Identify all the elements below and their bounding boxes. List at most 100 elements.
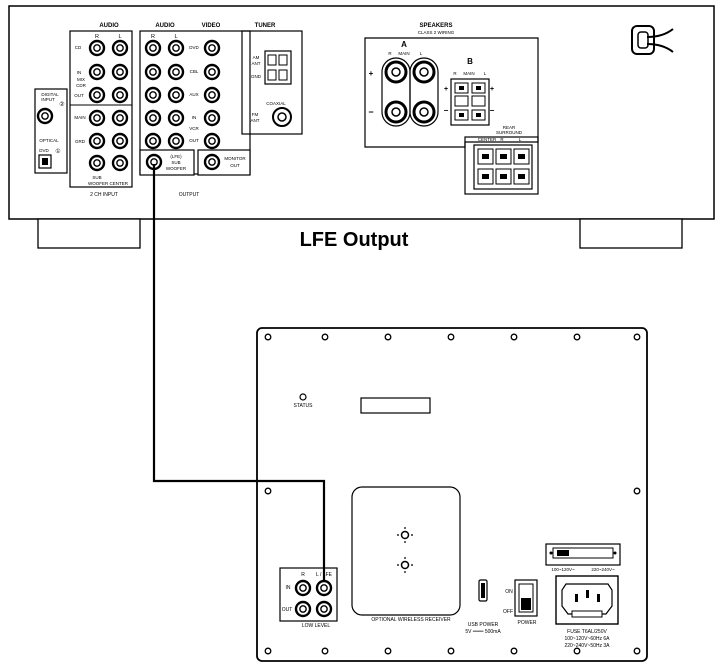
plate-screws (264, 333, 641, 655)
dvd-label: DVD (189, 45, 199, 50)
screw-icon (510, 333, 518, 341)
wireless-receiver-bay[interactable] (351, 486, 461, 616)
lfe-label-2: SUB (171, 160, 180, 165)
wireless-receiver-label: OPTIONAL WIRELESS RECEIVER (371, 617, 451, 623)
vcr-label: VCR (189, 126, 199, 131)
rca-jack-left-l[interactable] (111, 63, 129, 81)
main-label: MAIN (74, 115, 85, 120)
monitor-label-1: MONITOR (224, 156, 246, 161)
rca-jack-video[interactable] (203, 63, 221, 81)
col-r-mid: R (151, 34, 155, 40)
speaker-a-r: R (388, 51, 392, 56)
surround-l-label: L (519, 137, 522, 142)
switch-on-label: ON (505, 589, 513, 595)
rca-jack-mid-r[interactable] (144, 109, 162, 127)
cdr-label: CDR (76, 83, 86, 88)
tuner-header: TUNER (255, 23, 276, 29)
power-switch[interactable] (514, 579, 538, 617)
speaker-b-terminals[interactable] (450, 78, 490, 126)
am-label: AM (253, 55, 260, 60)
fm-ant-label: ANT (251, 118, 260, 123)
speaker-a-label: A (401, 40, 407, 49)
diagram-title: LFE Output (300, 229, 409, 251)
rca-jack-left-r[interactable] (88, 154, 106, 172)
usb-power-label: USB POWER (468, 622, 499, 628)
video-header: VIDEO (202, 23, 221, 29)
status-led (299, 393, 307, 401)
rca-jack-left-l[interactable] (111, 39, 129, 57)
rca-jack-mid-l[interactable] (167, 132, 185, 150)
serial-label-plate (360, 397, 431, 414)
cdr-out-label: OUT (74, 93, 84, 98)
power-cord-icon (631, 25, 674, 55)
center-label: CENTER (478, 137, 497, 142)
rca-jack-video[interactable] (203, 86, 221, 104)
svg-text:+: + (444, 86, 448, 93)
screw-icon (447, 647, 455, 655)
rca-jack-left-l[interactable] (111, 109, 129, 127)
rca-jack-mid-l[interactable] (167, 86, 185, 104)
rca-jack-video[interactable] (203, 109, 221, 127)
fuse-label-3: 220~240V~50Hz 3A (564, 643, 610, 649)
monitor-label-2: OUT (230, 163, 240, 168)
low-level-block (279, 567, 338, 622)
surround-r-label: R (500, 137, 504, 142)
coaxial-digital-jack[interactable] (36, 107, 54, 125)
rca-jack-mid-r[interactable] (144, 86, 162, 104)
sub-in-l-lfe-jack[interactable] (315, 579, 333, 597)
usb-power-port[interactable] (478, 579, 488, 602)
surround-terminals[interactable] (473, 144, 533, 190)
rca-jack-left-r[interactable] (88, 39, 106, 57)
ac-power-inlet[interactable] (555, 575, 619, 625)
switch-off-label: OFF (503, 609, 513, 615)
rca-jack-left-r[interactable] (88, 86, 106, 104)
rca-jack-left-r[interactable] (88, 63, 106, 81)
monitor-out-jack[interactable] (203, 153, 221, 171)
voltage-low-label: 100~120V~ (551, 567, 575, 572)
sub-out-r-jack[interactable] (294, 600, 312, 618)
digital-input-block (34, 88, 68, 174)
fm-label: FM (252, 112, 259, 117)
rca-jack-mid-l[interactable] (167, 39, 185, 57)
sub-out-l-jack[interactable] (315, 600, 333, 618)
optical-jack[interactable] (38, 154, 52, 169)
rca-jack-video[interactable] (203, 39, 221, 57)
vcr-in-label: IN (192, 115, 197, 120)
rca-jack-mid-r[interactable] (144, 132, 162, 150)
digital-label: DIGITAL (41, 92, 59, 97)
am-antenna-terminal[interactable] (264, 50, 292, 85)
col-r-left: R (95, 34, 99, 40)
speaker-a-terminals[interactable] (381, 57, 439, 127)
receiver-rca-jacks[interactable] (36, 39, 221, 172)
am-ant-label: ANT (252, 61, 261, 66)
gnd-label: GND (251, 74, 262, 79)
rca-jack-mid-l[interactable] (167, 63, 185, 81)
voltage-high-label: 220~240V~ (591, 567, 615, 572)
rca-jack-left-r[interactable] (88, 132, 106, 150)
rca-jack-video[interactable] (203, 132, 221, 150)
voltage-selector[interactable] (545, 543, 621, 566)
sub-in-r-jack[interactable] (294, 579, 312, 597)
rca-jack-left-l[interactable] (111, 86, 129, 104)
rca-jack-mid-r[interactable] (144, 39, 162, 57)
lfe-label-3: WOOFER (166, 166, 187, 171)
sub-out-label: OUT (282, 607, 293, 613)
rca-jack-left-l[interactable] (111, 154, 129, 172)
svg-text:−: − (490, 106, 495, 115)
screw-icon (384, 647, 392, 655)
screw-icon (447, 333, 455, 341)
rca-jack-left-r[interactable] (88, 109, 106, 127)
svg-text:②: ② (59, 101, 64, 108)
rca-jack-mid-r[interactable] (144, 63, 162, 81)
receiver-back-panel (8, 5, 715, 249)
vcr-out-label: OUT (189, 138, 199, 143)
screw-icon (321, 333, 329, 341)
sub-rca-jacks[interactable] (294, 579, 333, 618)
rca-jack-left-l[interactable] (111, 132, 129, 150)
status-label: STATUS (294, 403, 314, 409)
speaker-a-main: MAIN (398, 51, 409, 56)
fm-coaxial-jack[interactable] (272, 107, 292, 127)
speaker-a-plus: + (369, 69, 374, 78)
rca-jack-mid-l[interactable] (167, 109, 185, 127)
